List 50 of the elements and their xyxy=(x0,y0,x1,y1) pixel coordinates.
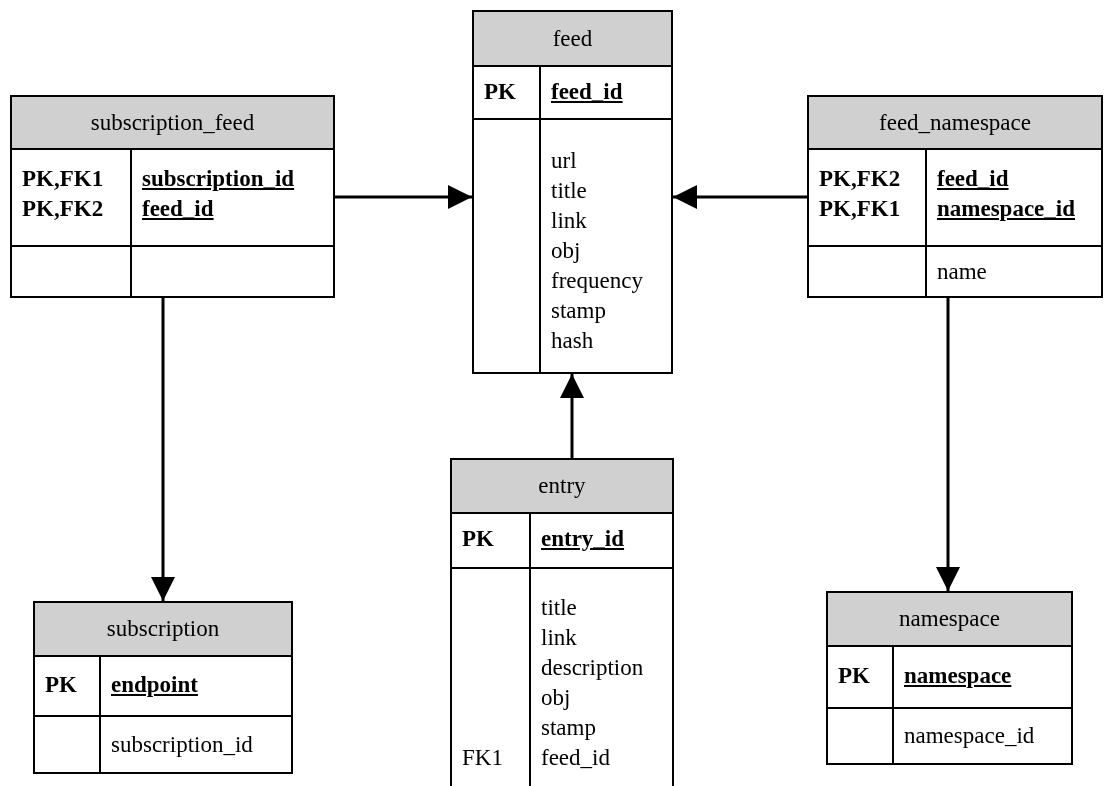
field-name: subscription_id xyxy=(111,731,253,759)
arrow xyxy=(335,185,472,209)
table-header: subscription_feed xyxy=(12,97,333,150)
entity-table xyxy=(33,601,293,774)
field-name: url xyxy=(551,147,577,175)
table-header: feed xyxy=(474,12,671,67)
field-name: name xyxy=(937,258,987,286)
field-name: title xyxy=(541,594,577,622)
field-name: stamp xyxy=(551,297,606,325)
primary-key-field: subscription_id xyxy=(142,164,295,194)
entity-table xyxy=(10,95,335,298)
field-name: link xyxy=(551,207,587,235)
primary-key-field: feed_id xyxy=(551,77,623,107)
arrow xyxy=(560,374,584,458)
primary-key-field: entry_id xyxy=(541,524,625,554)
key-label: PK xyxy=(484,78,516,106)
field-name: namespace_id xyxy=(904,722,1035,750)
field-name: obj xyxy=(551,237,581,265)
entity-table xyxy=(807,95,1103,298)
key-label: FK1 xyxy=(462,744,503,772)
key-label: PK xyxy=(45,671,77,699)
table-header: subscription xyxy=(35,603,291,657)
key-label: PK,FK2 xyxy=(22,195,104,223)
primary-key-field: namespace_id xyxy=(937,194,1075,224)
field-name: obj xyxy=(541,684,571,712)
primary-key-field: endpoint xyxy=(111,670,198,700)
primary-key-field: feed_id xyxy=(937,164,1009,194)
table-header: namespace xyxy=(828,593,1071,647)
field-name: hash xyxy=(551,327,594,355)
table-header: entry xyxy=(452,460,672,514)
primary-key-field: feed_id xyxy=(142,194,214,224)
primary-key-field: namespace xyxy=(904,661,1012,691)
field-name: frequency xyxy=(551,267,643,295)
entity-table xyxy=(826,591,1073,765)
key-label: PK,FK2 xyxy=(819,165,901,193)
field-name: link xyxy=(541,624,577,652)
entity-table xyxy=(450,458,674,786)
key-label: PK,FK1 xyxy=(22,165,104,193)
field-name: title xyxy=(551,177,587,205)
arrow xyxy=(673,185,807,209)
table-header: feed_namespace xyxy=(809,97,1101,150)
arrow xyxy=(936,298,960,591)
key-label: PK xyxy=(462,525,494,553)
key-label: PK xyxy=(838,662,870,690)
entity-table xyxy=(472,10,673,374)
field-name: feed_id xyxy=(541,744,610,772)
arrow xyxy=(151,298,175,601)
field-name: stamp xyxy=(541,714,596,742)
key-label: PK,FK1 xyxy=(819,195,901,223)
field-name: description xyxy=(541,654,644,682)
